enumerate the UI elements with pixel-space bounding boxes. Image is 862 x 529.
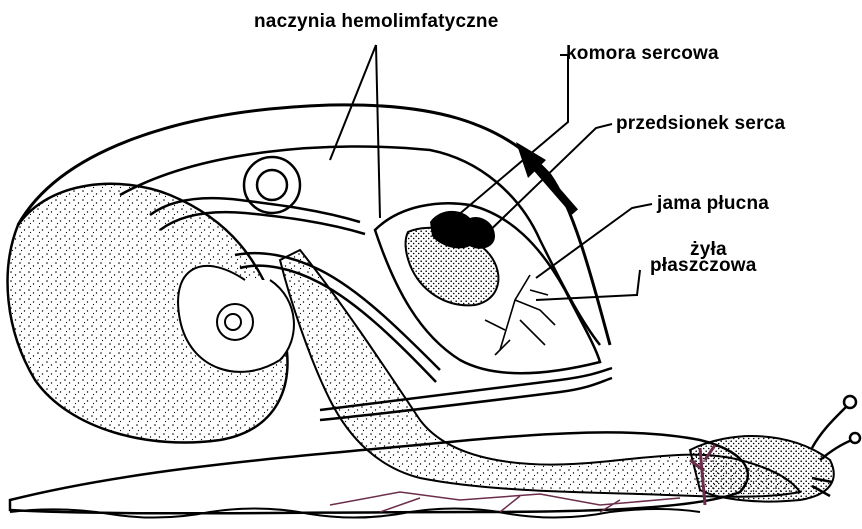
label-heart-ventricle: komora sercowa [566,44,719,63]
label-lung-cavity: jama płucna [657,194,769,213]
label-hemolymph-vessels: naczynia hemolimfatyczne [254,12,499,31]
label-mantle-vein-line2: płaszczowa [650,256,757,275]
label-heart-atrium: przedsionek serca [616,114,785,133]
